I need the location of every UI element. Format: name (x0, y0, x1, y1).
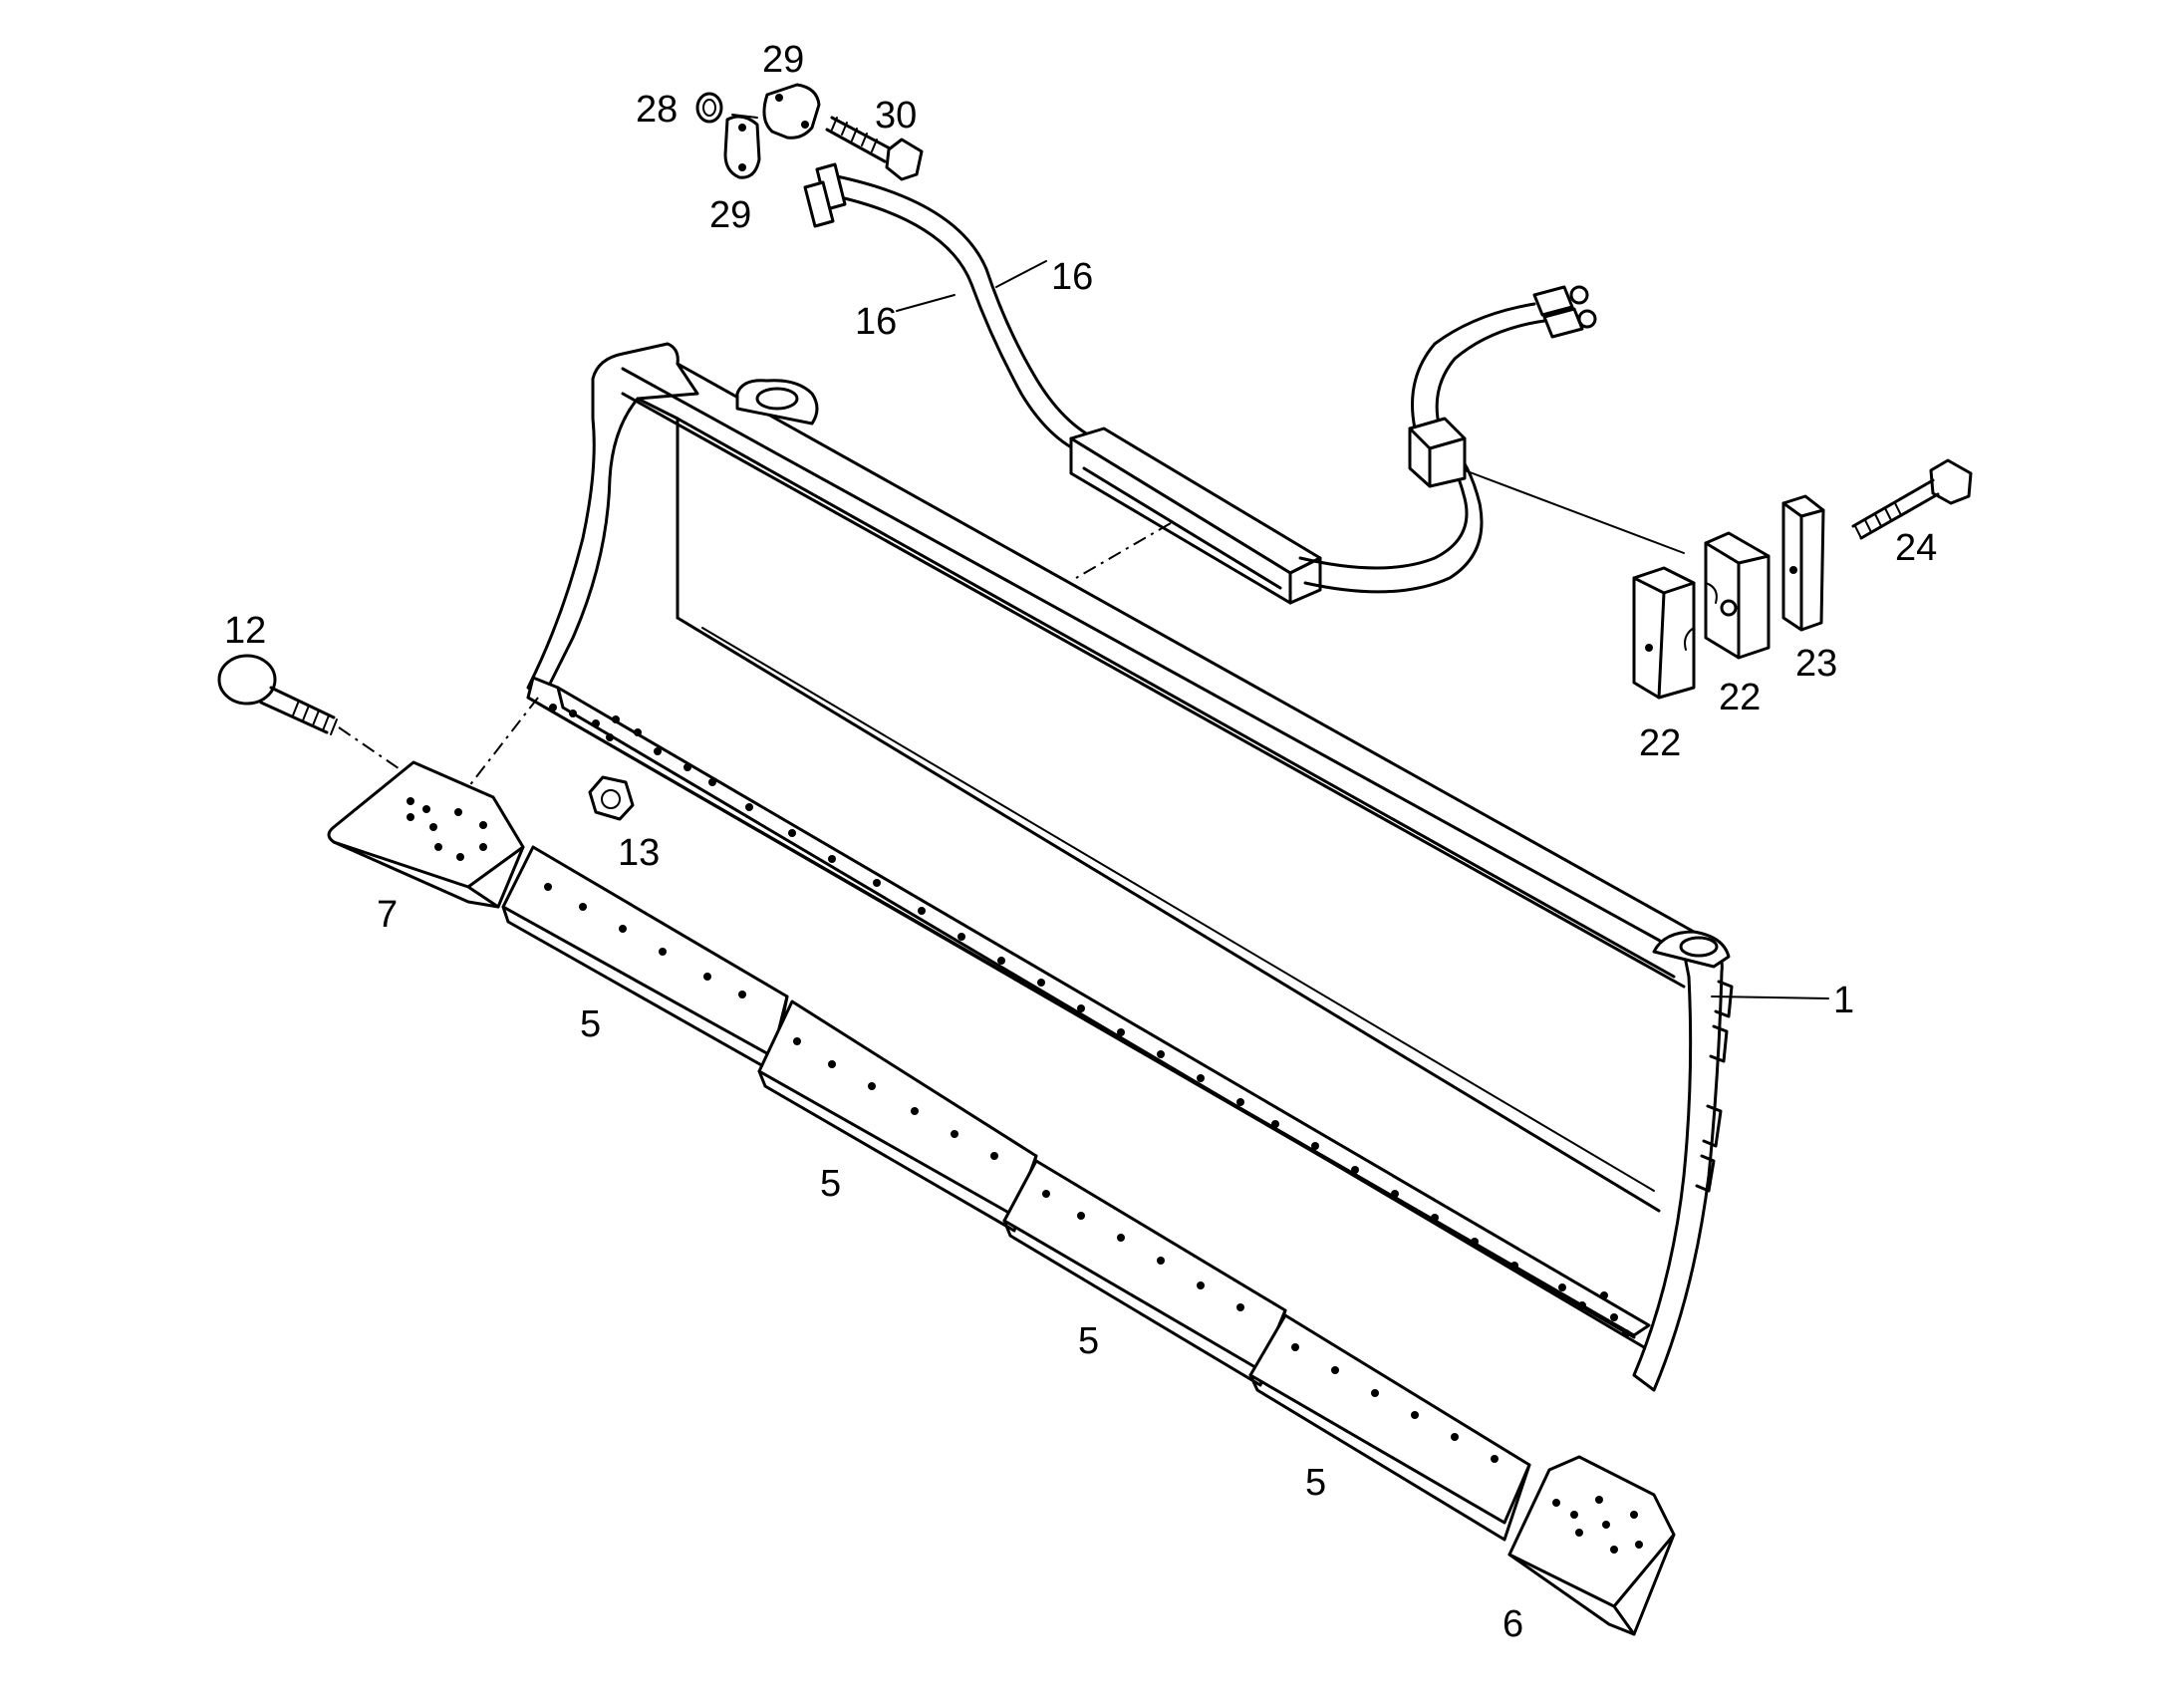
callout-24: 24 (1895, 527, 1937, 569)
callout-23: 23 (1795, 643, 1837, 685)
cutting-edge-4 (1248, 1313, 1531, 1542)
cutting-edge-1 (501, 845, 789, 1073)
edge-bolt-holes (549, 704, 1630, 1337)
cutting-edge-2 (757, 999, 1038, 1233)
callout-1: 1 (1833, 980, 1854, 1021)
callout-16a: 16 (855, 301, 897, 343)
callout-22b: 22 (1719, 677, 1761, 718)
callout-6: 6 (1502, 1603, 1523, 1645)
callout-5b: 5 (820, 1163, 841, 1205)
callout-29b: 29 (709, 194, 751, 236)
callout-7: 7 (377, 894, 398, 936)
end-bit-7 (327, 760, 525, 909)
callout-16b: 16 (1051, 256, 1093, 298)
end-bit-6 (1507, 1455, 1676, 1636)
nut-13 (588, 775, 635, 821)
flange-assembly (695, 83, 924, 181)
callout-22a: 22 (1639, 722, 1681, 764)
hydraulic-hoses (803, 162, 1597, 605)
callout-12: 12 (224, 610, 266, 652)
clamp-parts (1464, 458, 1973, 700)
callout-28: 28 (636, 89, 678, 131)
callout-5c: 5 (1078, 1320, 1099, 1362)
callout-29a: 29 (762, 39, 804, 81)
callout-13: 13 (618, 832, 660, 874)
leader-lines (731, 114, 1829, 999)
callout-5a: 5 (580, 1003, 601, 1045)
blade-body (526, 342, 1734, 1392)
cutting-edge-3 (1002, 1159, 1287, 1387)
callout-30: 30 (875, 95, 917, 137)
callouts: 1 5 5 5 5 6 7 12 13 16 16 22 22 23 24 28… (224, 39, 1937, 1645)
callout-5d: 5 (1305, 1462, 1326, 1504)
